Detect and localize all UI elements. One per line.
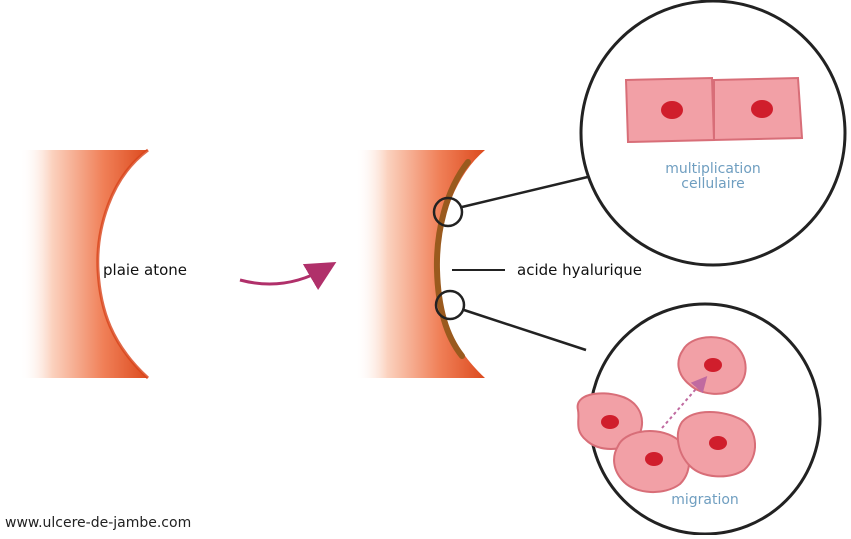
- label-multiplication: multiplication cellulaire: [620, 162, 806, 192]
- label-plaie-atone: plaie atone: [103, 261, 187, 279]
- label-acide-hyalurique: acide hyalurique: [517, 261, 642, 279]
- label-multiplication-line1: multiplication: [620, 162, 806, 177]
- label-multiplication-line2: cellulaire: [620, 177, 806, 192]
- connector-top: [462, 175, 596, 207]
- label-migration: migration: [620, 493, 790, 508]
- connector-bottom: [464, 310, 586, 350]
- wound-right: [355, 150, 485, 378]
- cell-left: [626, 78, 714, 142]
- cell-right: [714, 78, 802, 140]
- process-arrow: [240, 268, 326, 284]
- website-url: www.ulcere-de-jambe.com: [5, 515, 191, 531]
- migrating-cell-right: [678, 412, 755, 476]
- magnified-circle-multiplication: [581, 1, 845, 265]
